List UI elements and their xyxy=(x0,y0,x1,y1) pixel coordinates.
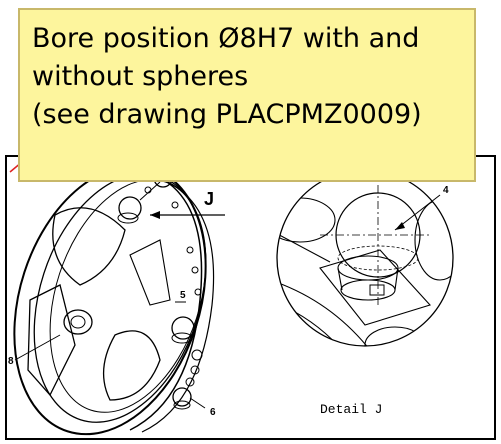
leader-4 xyxy=(139,181,161,201)
label-5: 5 xyxy=(180,290,186,301)
j-arrow-head xyxy=(150,211,160,219)
wheel-assembly xyxy=(13,164,215,436)
leader-4-detail-arrow xyxy=(395,222,405,230)
leader-6 xyxy=(189,397,206,409)
callout-line-1: Bore position Ø8H7 with and xyxy=(32,23,420,54)
detail-caption: Detail J xyxy=(320,402,382,417)
label-8: 8 xyxy=(8,356,14,367)
label-j-arrow: J xyxy=(204,189,214,209)
label-4-detail: 4 xyxy=(443,185,449,196)
label-6: 6 xyxy=(210,407,216,418)
annotation-callout: Bore position Ø8H7 with and without sphe… xyxy=(18,8,476,182)
leader-8 xyxy=(14,334,61,361)
callout-line-2: without spheres xyxy=(32,61,249,92)
drawing-frame xyxy=(5,155,496,440)
callout-line-3: (see drawing PLACPMZ0009) xyxy=(32,99,422,130)
